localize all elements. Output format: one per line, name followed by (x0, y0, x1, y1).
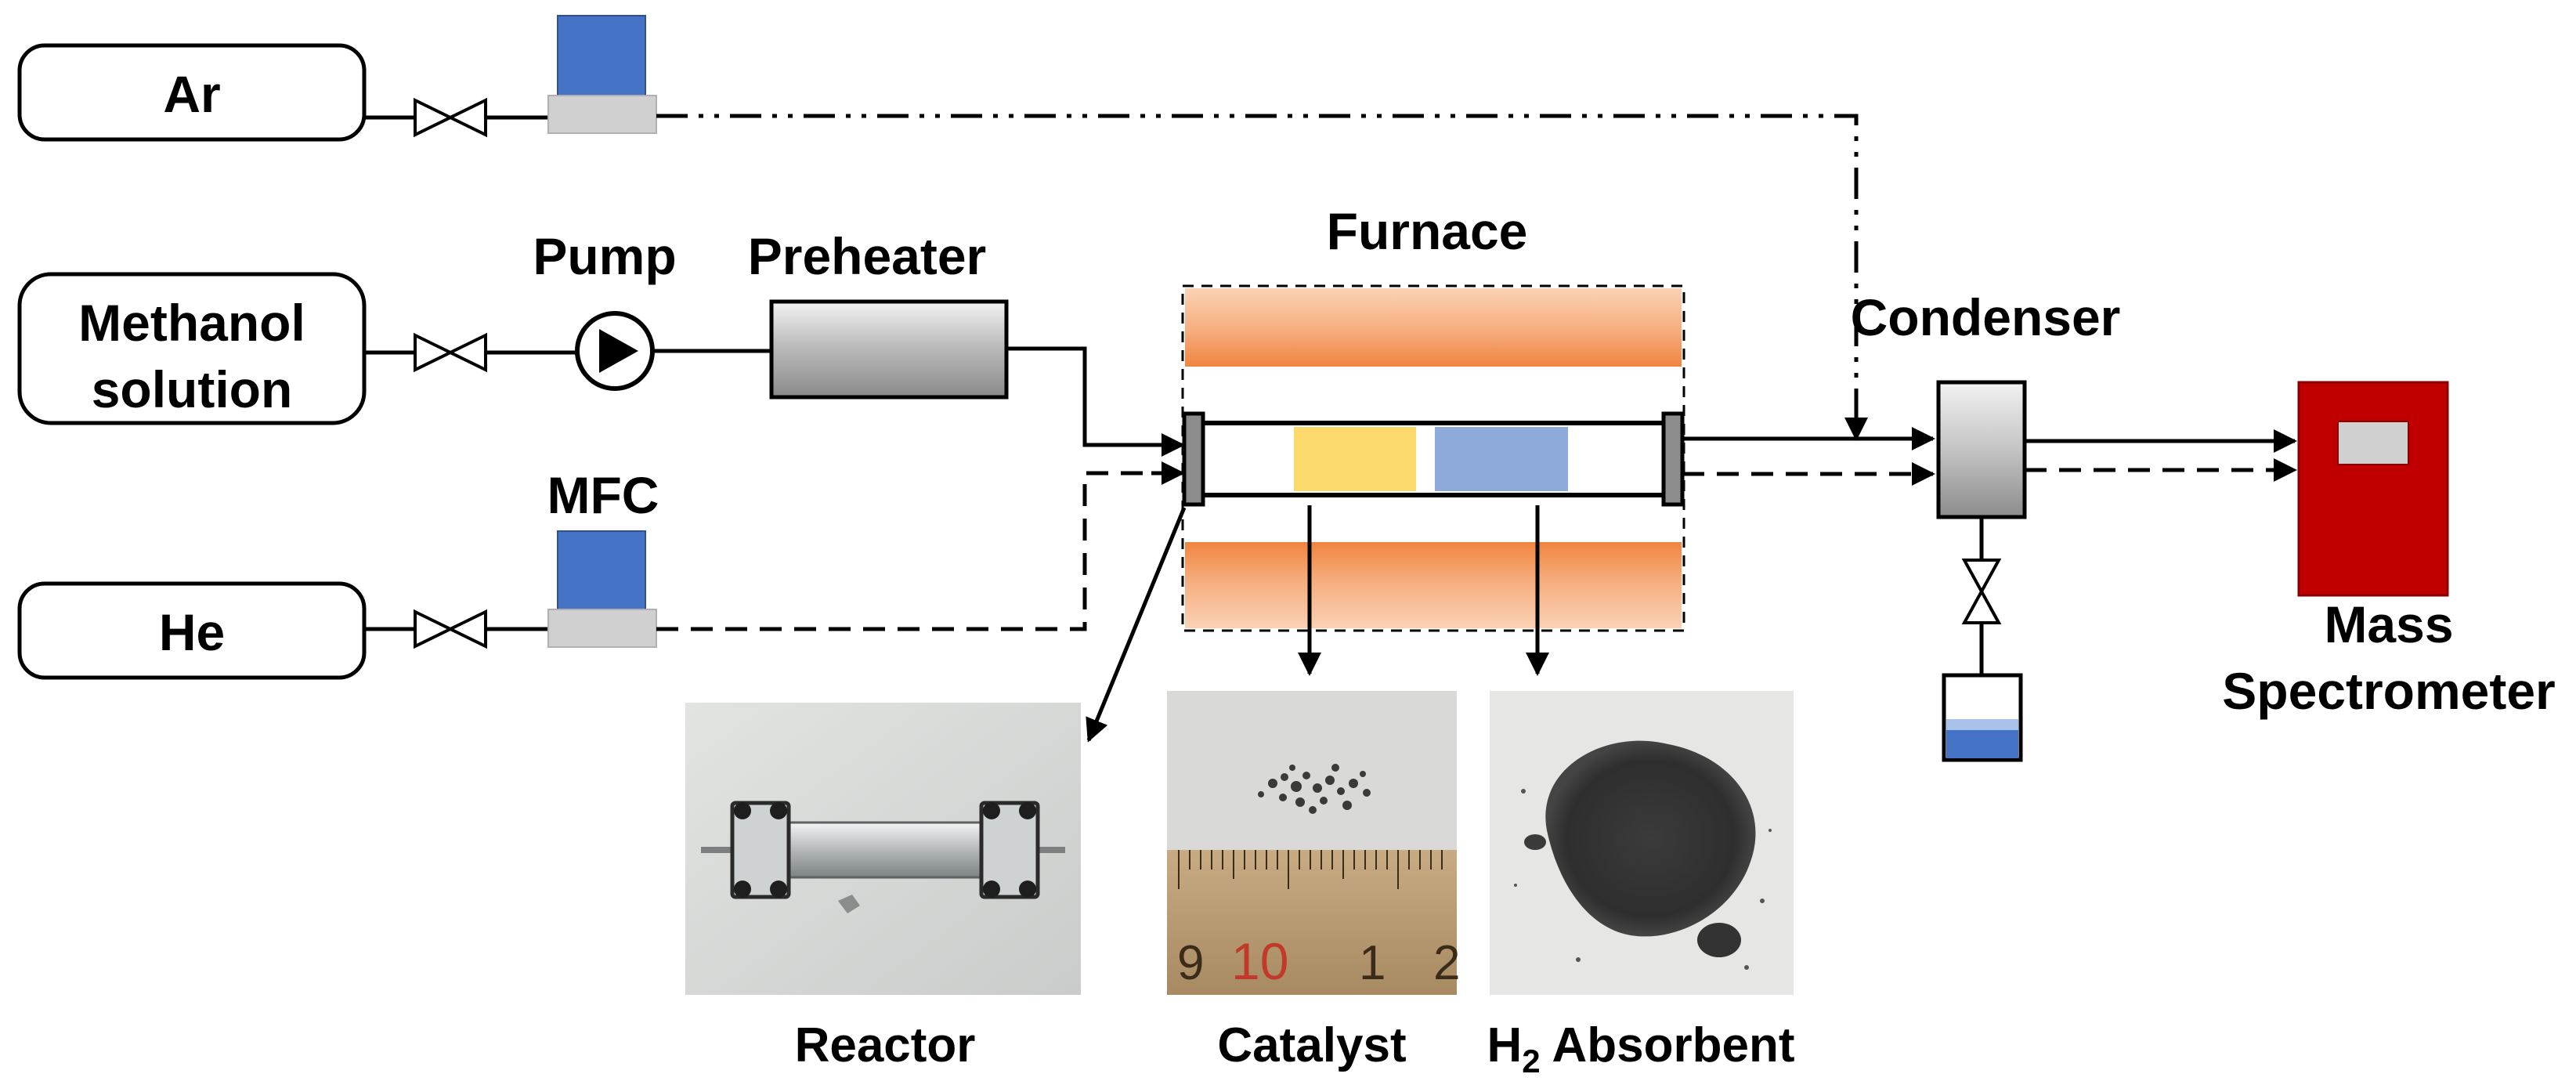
ruler-digit-1: 1 (1359, 936, 1386, 990)
ruler-digit-9: 9 (1177, 936, 1204, 990)
he-valve-icon (414, 609, 487, 649)
catalyst-caption: Catalyst (1217, 1018, 1406, 1072)
methanol-label-line2: solution (92, 360, 293, 418)
he-line (364, 461, 1185, 649)
he-mfc-icon (547, 530, 657, 648)
ms-label-line1: Mass (2324, 595, 2453, 653)
mfc-label: MFC (547, 466, 659, 524)
reactor-photo (685, 703, 1081, 995)
methanol-label-line1: Methanol (78, 294, 305, 352)
upper-heater (1185, 288, 1682, 367)
furnace (1181, 284, 1685, 632)
catalyst-photo: 9 10 1 2 (1167, 691, 1460, 995)
methanol-line (364, 299, 1185, 457)
ruler: 9 10 1 2 (1167, 850, 1460, 995)
ar-source: Ar (17, 43, 367, 142)
reactor-left-flange (730, 801, 791, 899)
reactor-body (778, 821, 992, 879)
photo-pointers (1086, 505, 1549, 743)
ruler-digit-2: 2 (1433, 936, 1460, 990)
mass-spectrometer-icon (2297, 381, 2449, 597)
ar-label: Ar (163, 65, 220, 123)
he-label: He (159, 603, 225, 661)
he-source: He (17, 581, 367, 680)
reactor-inlet-cap (1182, 411, 1205, 507)
absorbent-caption-rest: Absorbent (1541, 1018, 1795, 1072)
catalyst-pellets (1258, 764, 1371, 814)
outlet-lines (1682, 427, 2297, 486)
absorbent-powder-pile (1545, 740, 1756, 937)
ar-line (364, 15, 1868, 441)
ar-valve-icon (414, 97, 487, 138)
condenser-icon (1936, 380, 2027, 762)
methanol-source: Methanol solution (17, 272, 367, 425)
ruler-ticks (1178, 850, 1443, 889)
absorbent-caption-h: H (1487, 1018, 1522, 1072)
ruler-digit-10: 10 (1231, 932, 1288, 990)
catalyst-bed (1294, 427, 1416, 491)
preheater-label: Preheater (748, 227, 987, 285)
reactor-tube (1182, 411, 1685, 507)
lower-heater (1185, 542, 1682, 628)
ms-label-line2: Spectrometer (2222, 662, 2556, 720)
absorbent-photo (1490, 691, 1794, 995)
ar-mfc-icon (547, 15, 657, 134)
absorbent-caption: H2 Absorbent (1487, 1018, 1794, 1079)
preheater-icon (769, 299, 1009, 400)
reactor-caption: Reactor (795, 1018, 976, 1072)
condenser-label: Condenser (1851, 288, 2121, 346)
reactor-outlet-cap (1661, 411, 1685, 507)
methanol-valve-icon (414, 332, 487, 373)
collection-vial-icon (1942, 673, 2023, 762)
furnace-boundary (1181, 284, 1685, 632)
condenser-drain-valve-icon (1961, 559, 2002, 624)
furnace-label: Furnace (1327, 202, 1528, 260)
pump-icon (575, 311, 655, 391)
pump-label: Pump (533, 227, 676, 285)
absorbent-caption-subscript: 2 (1522, 1043, 1540, 1079)
absorbent-bed (1435, 427, 1568, 491)
ms-display (2337, 421, 2409, 465)
reactor-right-flange (979, 801, 1040, 899)
